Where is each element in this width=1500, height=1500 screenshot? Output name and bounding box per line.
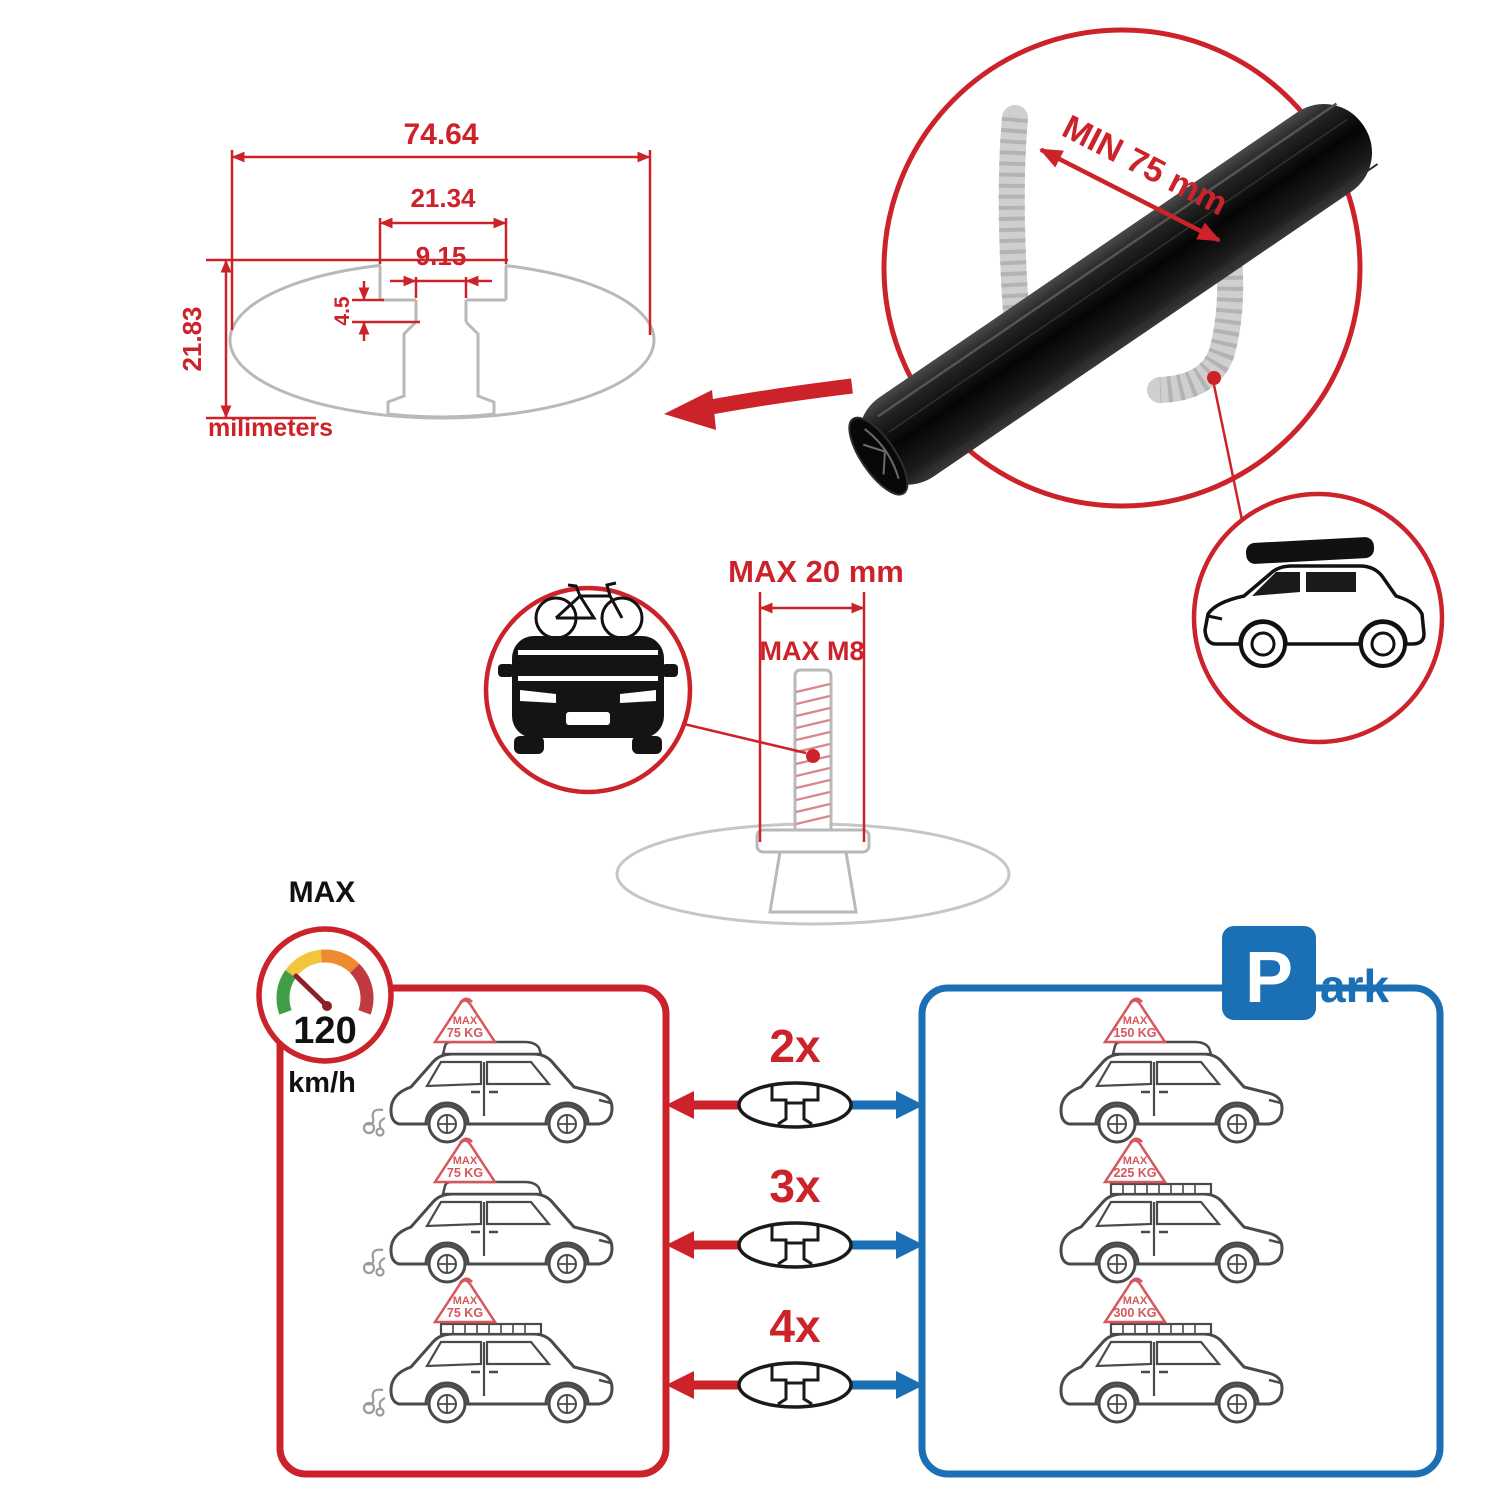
crossbar-dimension-drawing: 74.64 21.34 9.15 4.5 21.83 milimeters <box>177 118 656 442</box>
bolt-max-thread-label: MAX M8 <box>759 636 864 666</box>
svg-text:MAX: MAX <box>453 1295 478 1307</box>
bar-cross-section-icon <box>737 1361 853 1409</box>
parked-car-1 <box>1061 1040 1282 1142</box>
park-sign: P ark <box>1222 926 1389 1020</box>
mounting-hook-left <box>998 105 1029 325</box>
left-arrow-icon <box>666 1091 744 1119</box>
right-arrow-icon <box>846 1091 924 1119</box>
bar-count-label: 4x <box>769 1300 821 1352</box>
left-arrow-icon <box>666 1231 744 1259</box>
svg-text:75 KG: 75 KG <box>447 1306 483 1320</box>
park-sign-letter: P <box>1245 938 1293 1018</box>
t-bolt-outline <box>755 668 871 914</box>
arrow-to-drawing-icon <box>664 378 853 430</box>
car-headlight-left <box>520 690 556 703</box>
suv-roofbox-circle <box>1191 491 1445 745</box>
car-wheel-left <box>514 736 544 754</box>
driving-load-label-2: MAX 75 KG <box>433 1137 497 1184</box>
dim-total-height-label: 21.83 <box>177 306 207 371</box>
dim-slot-outer-label: 21.34 <box>410 183 476 213</box>
park-sign-rest: ark <box>1320 960 1389 1012</box>
driving-box-border <box>276 984 670 1478</box>
units-label: milimeters <box>208 414 333 442</box>
svg-text:MAX: MAX <box>1123 1295 1148 1307</box>
speed-units: km/h <box>288 1067 356 1099</box>
slot-mask <box>381 250 505 274</box>
park-sign-square <box>1222 926 1316 1020</box>
svg-text:MAX: MAX <box>1123 1155 1148 1167</box>
bar-count-row-3: 4x <box>666 1300 924 1409</box>
car-mirror-right <box>662 664 678 677</box>
leader-to-bolt <box>683 722 807 755</box>
leader-to-suv-circle <box>1212 384 1244 521</box>
speed-value: 120 <box>293 1010 356 1052</box>
svg-text:75 KG: 75 KG <box>447 1166 483 1180</box>
svg-text:MAX: MAX <box>453 1155 478 1167</box>
crossbar-3d-render <box>848 102 1379 496</box>
dim-slot-depth-label: 4.5 <box>331 296 354 326</box>
crossbar-closeup-circle: MIN 75 mm <box>848 27 1379 521</box>
speed-max-label: MAX <box>289 876 356 909</box>
svg-text:300 KG: 300 KG <box>1113 1306 1156 1320</box>
speedometer-gauge-icon <box>256 926 394 1064</box>
hook-anchor-dot <box>1207 371 1221 385</box>
bar-cross-section-icon <box>737 1221 853 1269</box>
crossbar-profile-ellipse <box>228 260 656 420</box>
parked-load-label-2: MAX 225 KG <box>1103 1137 1167 1184</box>
car-plate <box>566 712 610 725</box>
bar-count-row-2: 3x <box>666 1160 924 1269</box>
dim-total-width-label: 74.64 <box>403 118 478 151</box>
bike-car-circle <box>483 581 693 795</box>
svg-text:MAX: MAX <box>1123 1015 1148 1027</box>
dimension-lines <box>206 150 652 420</box>
car-wheel-right <box>632 736 662 754</box>
bolt-diagram: MAX 20 mm MAX M8 <box>615 554 1011 926</box>
parked-cars: MAX 150 KG MAX 225 KG MAX 300 KG <box>1061 997 1282 1422</box>
bar-count-label: 3x <box>769 1160 821 1212</box>
crossbar-slot-outline <box>378 266 508 419</box>
left-arrow-icon <box>666 1371 744 1399</box>
parked-car-3 <box>1061 1322 1282 1422</box>
svg-text:75 KG: 75 KG <box>447 1026 483 1040</box>
driving-car-3 <box>362 1322 612 1422</box>
bolt-max-width-label: MAX 20 mm <box>728 554 904 589</box>
parked-load-label-3: MAX 300 KG <box>1103 1277 1167 1324</box>
car-headlight-right <box>620 690 656 703</box>
suv-roofbox-icon <box>1203 537 1426 668</box>
gauge-arcs <box>276 949 374 1015</box>
gauge-needle <box>293 973 330 1009</box>
bar-cross-section-icon <box>737 1081 853 1129</box>
parking-box-border <box>918 984 1444 1478</box>
driving-load-label-1: MAX 75 KG <box>433 997 497 1044</box>
bar-count-label: 2x <box>769 1020 821 1072</box>
driving-car-2 <box>362 1180 612 1282</box>
svg-text:150 KG: 150 KG <box>1113 1026 1156 1040</box>
parked-load-label-1: MAX 150 KG <box>1103 997 1167 1044</box>
speed-limit-section: MAX 120 km/h <box>256 876 394 1099</box>
driving-cars: MAX 75 KG MAX 75 KG MAX 75 KG <box>362 997 612 1422</box>
car-front-icon <box>498 636 678 754</box>
svg-text:225 KG: 225 KG <box>1113 1166 1156 1180</box>
right-arrow-icon <box>846 1371 924 1399</box>
parked-car-2 <box>1061 1182 1282 1282</box>
right-arrow-icon <box>846 1231 924 1259</box>
driving-car-1 <box>362 1040 612 1142</box>
driving-load-label-3: MAX 75 KG <box>433 1277 497 1324</box>
crossbar-end-section <box>848 416 909 496</box>
bar-count-row-1: 2x <box>666 1020 924 1129</box>
bar-count-rows: 2x 3x 4x <box>666 1020 924 1409</box>
bolt-anchor-dot <box>806 749 820 763</box>
car-mirror-left <box>498 664 514 677</box>
bolt-dimension-lines <box>758 592 866 842</box>
svg-text:MAX: MAX <box>453 1015 478 1027</box>
dim-slot-inner-label: 9.15 <box>416 241 467 271</box>
